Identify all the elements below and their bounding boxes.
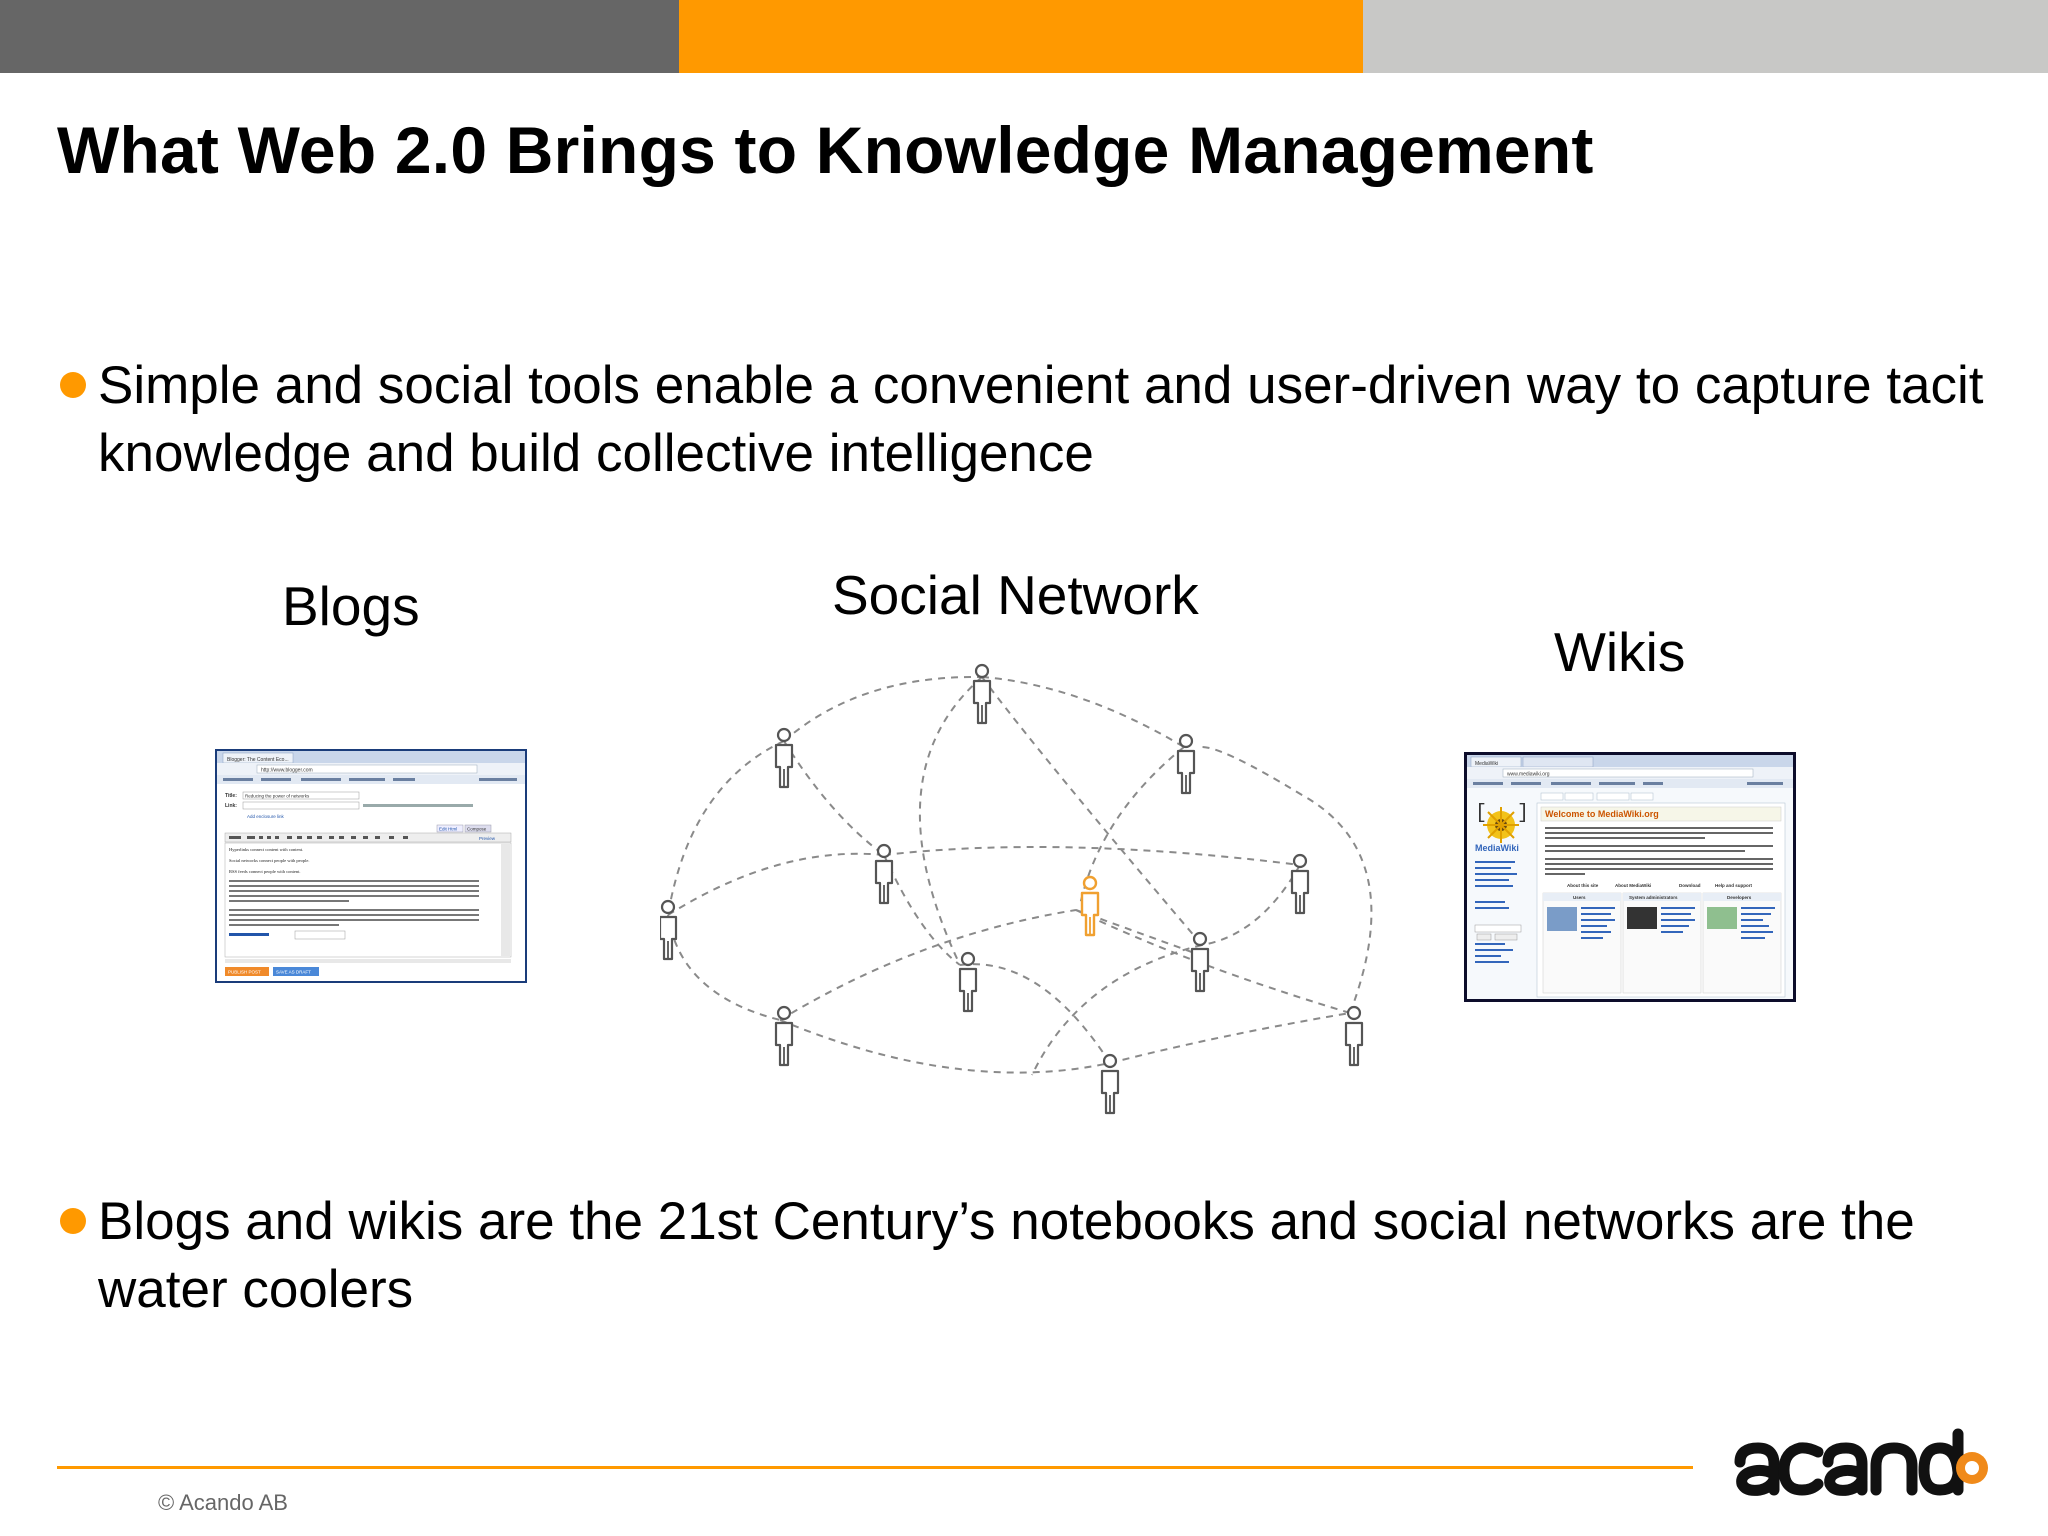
acando-logo bbox=[1732, 1418, 1994, 1504]
person-highlighted-icon bbox=[1080, 875, 1100, 937]
wiki-welcome-heading: Welcome to MediaWiki.org bbox=[1545, 809, 1659, 819]
person-icon bbox=[1100, 1053, 1120, 1115]
wiki-col-users: Users bbox=[1573, 895, 1586, 900]
blog-title-value: Reducing the power of networks bbox=[245, 794, 310, 799]
person-icon bbox=[874, 843, 894, 905]
wiki-logo-icon: [ ] bbox=[1475, 802, 1529, 843]
header-band-light bbox=[1363, 0, 2048, 73]
wiki-col-developers: Developers bbox=[1727, 895, 1752, 900]
blog-url-text: http://www.blogger.com bbox=[261, 768, 313, 774]
blog-body-line-2: Social networks connect people with peop… bbox=[229, 858, 309, 863]
blog-edit-html: Edit Html bbox=[439, 827, 457, 832]
bullet-1: Simple and social tools enable a conveni… bbox=[60, 352, 2000, 488]
blog-screenshot: Blogger: The Content Eco... http://www.b… bbox=[215, 749, 527, 983]
person-icon bbox=[1176, 733, 1196, 795]
wiki-col-sysadmin: System administrators bbox=[1629, 895, 1678, 900]
blog-publish-button: PUBLISH POST bbox=[228, 970, 261, 975]
wiki-download: Download bbox=[1679, 883, 1701, 888]
wiki-about-mediawiki: About MediaWiki bbox=[1615, 883, 1651, 888]
svg-text:]: ] bbox=[1517, 802, 1529, 825]
bullet-dot-icon bbox=[60, 372, 86, 398]
blog-tab-text: Blogger: The Content Eco... bbox=[227, 757, 289, 763]
header-band bbox=[0, 0, 2048, 73]
person-icon bbox=[774, 727, 794, 789]
bullet-1-text: Simple and social tools enable a conveni… bbox=[98, 356, 1984, 483]
person-icon bbox=[658, 899, 678, 961]
blog-add-enclosure: Add enclosure link bbox=[247, 814, 285, 819]
blog-link-label: Link: bbox=[225, 803, 237, 809]
footer-copyright: © Acando AB bbox=[158, 1490, 288, 1515]
person-icon bbox=[1190, 931, 1210, 993]
blog-save-button: SAVE AS DRAFT bbox=[276, 970, 311, 975]
wiki-screenshot: MediaWiki www.mediawiki.org [ ] MediaWik… bbox=[1464, 752, 1796, 1002]
wiki-about-site: About this site bbox=[1567, 883, 1599, 888]
blog-body-line-1: Hyperlinks connect content with content. bbox=[229, 847, 303, 852]
footer-divider bbox=[57, 1466, 1693, 1469]
wiki-tab-text: MediaWiki bbox=[1475, 761, 1498, 767]
header-band-gray bbox=[0, 0, 679, 73]
label-blogs: Blogs bbox=[282, 575, 420, 637]
acando-logo-icon bbox=[1734, 1428, 1988, 1496]
bullet-dot-icon bbox=[60, 1208, 86, 1234]
blog-screenshot-image: Blogger: The Content Eco... http://www.b… bbox=[217, 751, 525, 976]
social-network-diagram bbox=[658, 655, 1400, 1135]
blog-title-label: Title: bbox=[225, 793, 237, 799]
social-network-graph bbox=[658, 663, 1373, 1115]
wiki-help: Help and support bbox=[1715, 883, 1753, 888]
svg-text:[: [ bbox=[1475, 802, 1487, 825]
network-connections bbox=[667, 675, 1373, 1076]
person-icon bbox=[1290, 853, 1310, 915]
label-wikis: Wikis bbox=[1554, 621, 1686, 683]
bullet-2-text: Blogs and wikis are the 21st Century’s n… bbox=[98, 1192, 1915, 1319]
blog-compose: Compose bbox=[467, 827, 487, 832]
wiki-screenshot-image: MediaWiki www.mediawiki.org [ ] MediaWik… bbox=[1467, 755, 1793, 999]
slide-title: What Web 2.0 Brings to Knowledge Managem… bbox=[57, 113, 1594, 187]
person-icon bbox=[958, 951, 978, 1013]
person-nodes bbox=[658, 663, 1364, 1115]
person-icon bbox=[972, 663, 992, 725]
label-social-network: Social Network bbox=[832, 564, 1199, 626]
wiki-url-text: www.mediawiki.org bbox=[1507, 772, 1550, 778]
person-icon bbox=[1344, 1005, 1364, 1067]
person-icon bbox=[774, 1005, 794, 1067]
header-band-orange bbox=[679, 0, 1363, 73]
blog-preview: Preview bbox=[479, 836, 496, 841]
blog-body-line-3: RSS feeds connect people with content. bbox=[229, 869, 300, 874]
bullet-2: Blogs and wikis are the 21st Century’s n… bbox=[60, 1188, 2000, 1324]
wiki-logo-text: MediaWiki bbox=[1475, 843, 1519, 853]
